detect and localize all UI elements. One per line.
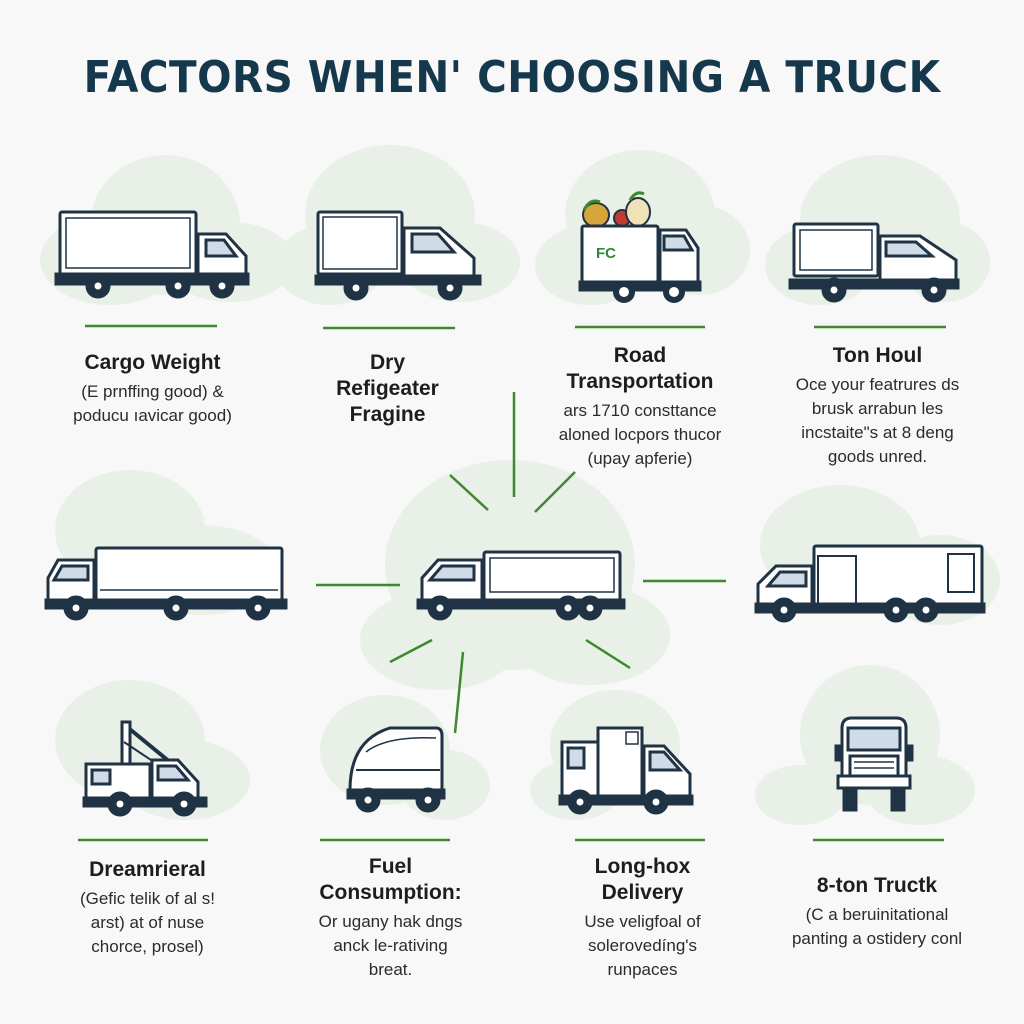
- card-heading: Dry Refigeater Fragine: [336, 351, 439, 426]
- card-cargo-weight: Cargo Weight (E prnffing good) & poducu …: [40, 350, 265, 428]
- delivery-truck-icon: [314, 210, 482, 301]
- card-description: (C a beruinitational panting a ostidery …: [791, 905, 963, 948]
- card-heading: 8-ton Tructk: [816, 874, 938, 897]
- semi-front-icon: [834, 716, 914, 812]
- trailer-truck-icon: [44, 546, 288, 621]
- page-title: FACTORS WHEN' CHOOSING A TRUCK: [83, 52, 941, 103]
- card-long-haul-delivery: Long-hox Delivery Use veligfoal of soler…: [530, 854, 755, 982]
- card-road-transportation: Road Transportation ars 1710 consttance …: [530, 343, 750, 471]
- center-truck-icon: [416, 550, 626, 621]
- card-description: (E prnffing good) & poducu ıavicar good): [73, 382, 232, 425]
- large-box-truck-icon: [754, 544, 986, 623]
- cab-over-truck-icon: [558, 726, 694, 815]
- card-ton-houl: Ton Houl Oce your featrures ds brusk arr…: [765, 343, 990, 469]
- card-heading: Dreamrieral: [89, 858, 206, 881]
- card-heading: Long-hox Delivery: [594, 855, 691, 904]
- card-heading: Road Transportation: [566, 344, 714, 393]
- card-description: ars 1710 consttance aloned locpors thuco…: [558, 401, 722, 468]
- tanker-truck-icon: [346, 726, 446, 813]
- center-rays: [316, 392, 726, 734]
- card-description: Oce your featrures ds brusk arrabun les …: [795, 375, 960, 466]
- truck-logo-text: FC: [596, 245, 616, 262]
- card-description: Or ugany hak dngs anck le-rativing breat…: [318, 912, 463, 979]
- box-truck-icon: [54, 210, 250, 299]
- card-heading: Cargo Weight: [84, 351, 221, 374]
- card-dreamrieral: Dreamrieral (Gefic telik of al s! arst) …: [35, 857, 260, 959]
- card-description: Use veligfoal of solerovedíng's runpaces: [584, 912, 701, 979]
- card-description: (Gefic telik of al s! arst) at of nuse c…: [79, 889, 216, 956]
- card-heading: Fuel Consumption:: [319, 855, 462, 904]
- van-truck-icon: [788, 222, 960, 303]
- card-dry-refrigerator: Dry Refigeater Fragine: [280, 350, 495, 428]
- tow-truck-icon: [82, 720, 208, 817]
- card-heading: Ton Houl: [832, 344, 923, 367]
- produce-truck-icon: FC: [578, 191, 702, 303]
- card-8-ton-truck: 8-ton Tructk (C a beruinitational pantin…: [762, 873, 992, 951]
- card-fuel-consumption: Fuel Consumption: Or ugany hak dngs anck…: [278, 854, 503, 982]
- dividers: [78, 324, 946, 842]
